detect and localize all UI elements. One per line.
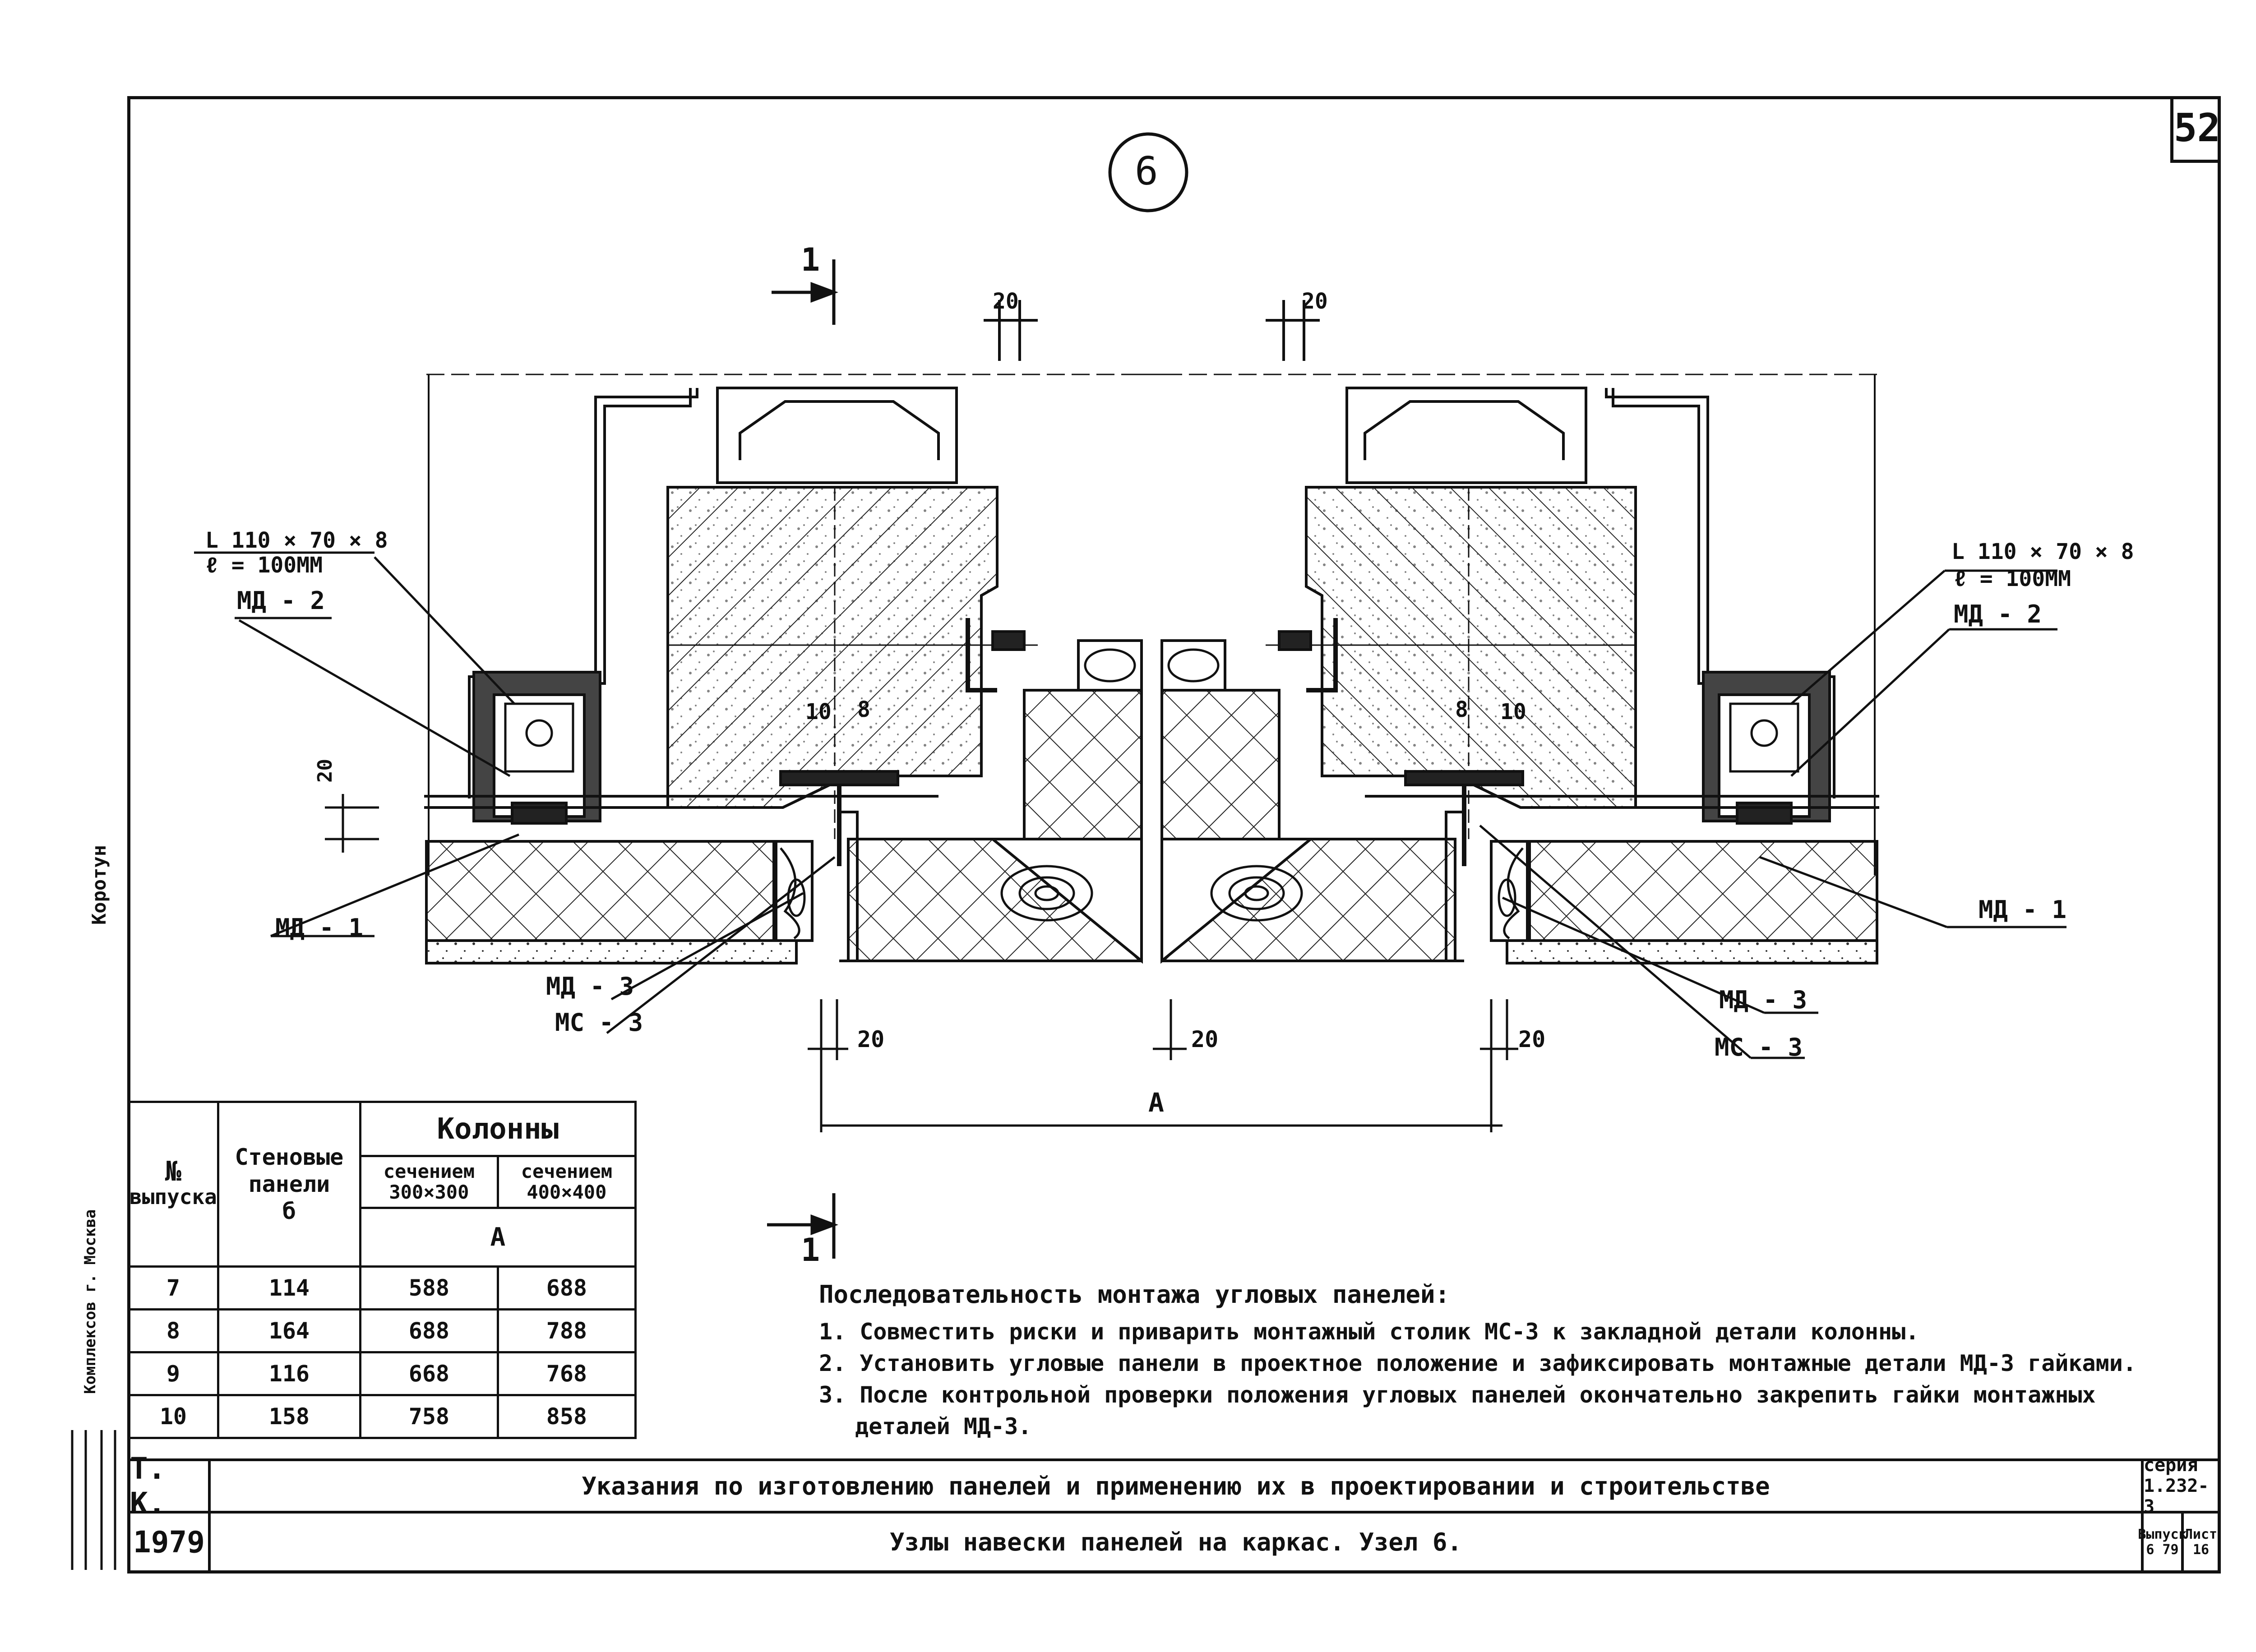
notes-title: Последовательность монтажа угловых панел…: [819, 1280, 1450, 1309]
table-row: 10 158 758 858: [127, 1394, 637, 1439]
cell-300: 668: [359, 1351, 499, 1396]
section-label-bottom: 1: [801, 1232, 820, 1269]
cell-no: 7: [127, 1265, 219, 1311]
stamp-sheet-value: 16: [2192, 1541, 2210, 1558]
header-panels: Стеновые панели б: [217, 1101, 361, 1268]
left-length-label: ℓ = 100ММ: [205, 553, 323, 578]
header-a: А: [359, 1207, 637, 1268]
header-columns: Колонны: [359, 1101, 637, 1157]
header-no-sub: выпуска: [129, 1185, 217, 1209]
note-item: 2. Установить угловые панели в проектное…: [819, 1350, 2136, 1376]
node-number: 6: [1135, 149, 1158, 194]
cell-300: 688: [359, 1308, 499, 1353]
side-stamp: [71, 1430, 116, 1570]
left-md2-label: МД - 2: [237, 586, 325, 615]
header-no-label: №: [165, 1156, 181, 1187]
dim-bottom-20-right: 20: [1518, 1026, 1546, 1052]
dim-bottom-20-mid: 20: [1191, 1026, 1219, 1052]
section-label-top: 1: [801, 241, 820, 278]
header-no: № выпуска: [127, 1101, 219, 1268]
cell-400: 788: [496, 1308, 637, 1353]
cell-no: 8: [127, 1308, 219, 1353]
stamp-sheet-label: Лист: [2184, 1526, 2218, 1542]
right-md1-label: МД - 1: [1979, 895, 2067, 924]
stamp-series: серия 1.232-3: [2141, 1455, 2221, 1517]
header-panels-sub: б: [282, 1198, 296, 1224]
dim-bottom-20-left: 20: [857, 1026, 885, 1052]
header-panels-label: Стеновые панели: [235, 1144, 344, 1197]
table-row: 8 164 688 788: [127, 1308, 637, 1353]
bottom-dimensions: [808, 999, 1518, 1132]
cell-400: 688: [496, 1265, 637, 1311]
node-circle: [1108, 132, 1188, 212]
stamp-issue-value: 6 79: [2146, 1541, 2179, 1558]
dim-left-vertical: 20: [314, 759, 337, 783]
left-angle-label: L 110 × 70 × 8: [205, 528, 388, 553]
right-length-label: ℓ = 100ММ: [1954, 566, 2071, 591]
assembly-notes: Последовательность монтажа угловых панел…: [819, 1279, 2136, 1442]
sheet-number: 52: [2170, 96, 2221, 163]
cell-400: 858: [496, 1394, 637, 1439]
section-mark-top: [772, 259, 838, 325]
stamp-issue-label: Выпуск: [2138, 1526, 2187, 1542]
title-stamp: Т. К. 1979 Указания по изготовлению пане…: [127, 1451, 2221, 1574]
stamp-issue: Выпуск 6 79: [2138, 1511, 2187, 1574]
cell-300: 588: [359, 1265, 499, 1311]
cell-panel: 116: [217, 1351, 361, 1396]
dim-inner-10-left: 10: [805, 699, 832, 724]
section-mark-bottom: [767, 1193, 838, 1259]
left-mc3-label: МС - 3: [555, 1008, 643, 1037]
right-md2-label: МД - 2: [1954, 600, 2042, 628]
cell-300: 758: [359, 1394, 499, 1439]
table-row: 7 114 588 688: [127, 1265, 637, 1311]
right-md3-label: МД - 3: [1719, 986, 1808, 1014]
side-stamp-city: Комплексов г. Москва: [81, 1209, 99, 1394]
cell-no: 10: [127, 1394, 219, 1439]
note-item: деталей МД-3.: [855, 1413, 1032, 1440]
header-400: сечением 400×400: [496, 1155, 637, 1209]
cell-panel: 114: [217, 1265, 361, 1311]
stamp-title: Указания по изготовлению панелей и приме…: [208, 1458, 2144, 1514]
dim-inner-8-right: 8: [1455, 697, 1468, 722]
right-mc3-label: МС - 3: [1715, 1033, 1803, 1061]
stamp-year: 1979: [127, 1511, 211, 1574]
leaders-right: [1479, 569, 2066, 1059]
stamp-subtitle: Узлы навески панелей на каркас. Узел 6.: [208, 1511, 2144, 1574]
cell-no: 9: [127, 1351, 219, 1396]
side-stamp-name: Коротун: [88, 844, 110, 925]
dim-top-right: 20: [1302, 289, 1328, 314]
cell-panel: 164: [217, 1308, 361, 1353]
left-md1-label: МД - 1: [275, 914, 364, 942]
stamp-org: Т. К.: [127, 1451, 211, 1521]
left-md3-label: МД - 3: [546, 972, 634, 1001]
note-item: 1. Совместить риски и приварить монтажны…: [819, 1319, 1919, 1345]
cell-panel: 158: [217, 1394, 361, 1439]
header-300: сечением 300×300: [359, 1155, 499, 1209]
stamp-sheet: Лист 16: [2181, 1511, 2221, 1574]
note-item: 3. После контрольной проверки положения …: [819, 1382, 2096, 1408]
spec-table: № выпуска Стеновые панели б Колонны сече…: [127, 1101, 637, 1439]
dim-inner-10-right: 10: [1500, 699, 1526, 724]
leaders-left: [194, 551, 836, 1034]
dim-inner-8-left: 8: [857, 697, 870, 722]
right-angle-label: L 110 × 70 × 8: [1951, 539, 2134, 564]
dim-top-left: 20: [993, 289, 1019, 314]
right-half: [1135, 300, 1879, 964]
dim-overall: А: [1148, 1087, 1164, 1118]
cell-400: 768: [496, 1351, 637, 1396]
table-row: 9 116 668 768: [127, 1351, 637, 1396]
left-half: [424, 300, 1169, 964]
